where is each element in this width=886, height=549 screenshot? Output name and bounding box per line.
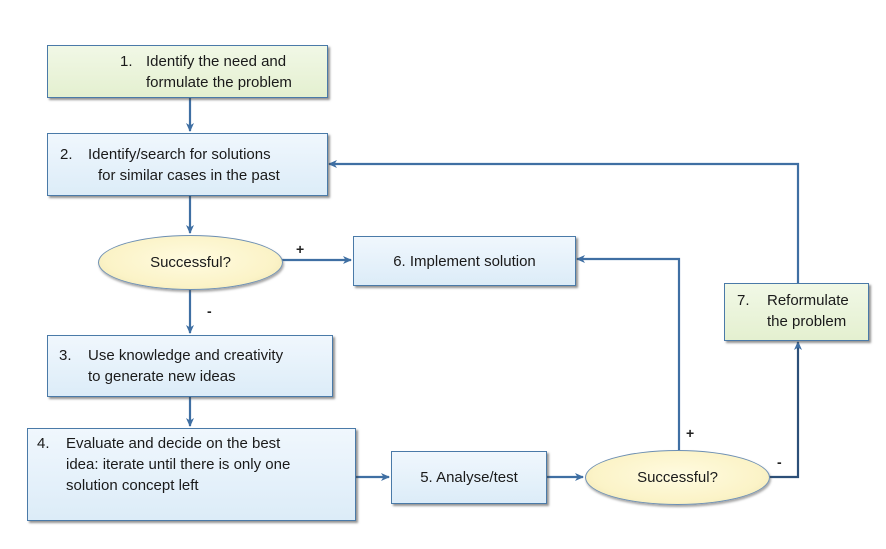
step7-line1: Reformulate [767, 292, 849, 309]
step4-box: 4. Evaluate and decide on the best idea: … [27, 428, 356, 521]
step7-number: 7. [737, 292, 750, 309]
step3-line1: Use knowledge and creativity [88, 347, 284, 364]
step3-number: 3. [59, 347, 72, 364]
step7-box: 7. Reformulate the problem [724, 283, 869, 341]
step2-line2: for similar cases in the past [98, 167, 280, 184]
decision2-no-label: - [777, 454, 782, 470]
decision1-yes-label: + [296, 241, 305, 257]
step3-box: 3. Use knowledge and creativity to genera… [47, 335, 333, 397]
step2-box: 2. Identify/search for solutions for simi… [47, 133, 328, 196]
step4-number: 4. [37, 435, 50, 452]
decision1-no-label: - [207, 303, 212, 319]
step4-line1: Evaluate and decide on the best [66, 435, 281, 452]
step6-label: 6. Implement solution [393, 252, 536, 270]
step4-line2: idea: iterate until there is only one [66, 456, 291, 473]
decision2-oval: Successful? [585, 450, 770, 505]
decision1-oval: Successful? [98, 235, 283, 290]
step6-box: 6. Implement solution [353, 236, 576, 286]
decision2-label: Successful? [637, 469, 718, 486]
step4-line3: solution concept left [66, 477, 199, 494]
step7-line2: the problem [767, 313, 847, 330]
step3-line2: to generate new ideas [88, 368, 236, 385]
step5-box: 5. Analyse/test [391, 451, 547, 504]
step2-line1: Identify/search for solutions [88, 146, 271, 163]
arrow-decision2-to-step7 [769, 341, 802, 479]
decision1-label: Successful? [150, 254, 231, 271]
decision2-yes-label: + [686, 425, 695, 441]
step5-label: 5. Analyse/test [420, 469, 518, 486]
step2-number: 2. [60, 146, 73, 163]
step1-number: 1. [120, 53, 133, 70]
arrow-decision2-to-step6 [576, 255, 681, 450]
step1-line1: Identify the need and [146, 53, 287, 70]
step1-box: 1. Identify the need and formulate the pr… [47, 45, 328, 98]
step1-line2: formulate the problem [146, 74, 292, 91]
arrow-step7-to-step2 [328, 160, 800, 283]
